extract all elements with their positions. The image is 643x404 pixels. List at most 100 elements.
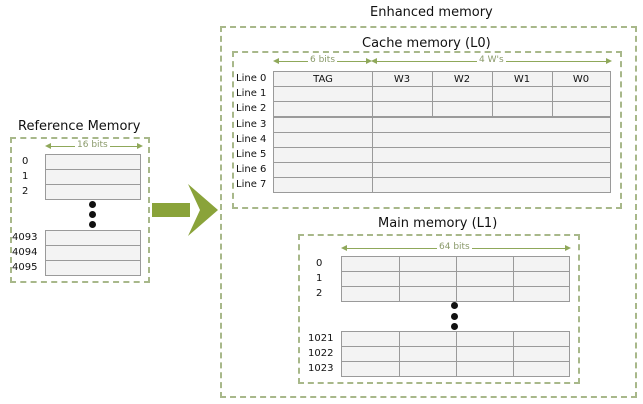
tag-header: TAG: [313, 73, 333, 85]
reference-row-label: 4093: [12, 232, 38, 243]
cache-line-row: [273, 101, 611, 117]
reference-bits-arrow-left: [45, 143, 51, 149]
cache-line-label: Line 0: [236, 73, 267, 84]
reference-memory-row: [45, 154, 141, 170]
tag-bits-arrow-right: [366, 58, 372, 64]
reference-memory-row: [45, 230, 141, 246]
cell-divider: [399, 257, 400, 271]
reference-memory-title: Reference Memory: [18, 119, 141, 134]
ellipsis-dot: [89, 221, 96, 228]
cell-divider: [456, 287, 457, 301]
w2-header: W2: [453, 73, 471, 85]
main-row-label: 1023: [308, 363, 334, 374]
cache-line-label: Line 7: [236, 179, 267, 190]
reference-row-label: 4094: [12, 247, 38, 258]
cell-divider: [372, 133, 373, 147]
reference-memory-row: [45, 169, 141, 185]
cell-divider: [432, 87, 433, 101]
reference-row-label: 0: [22, 156, 29, 167]
cell-divider: [372, 148, 373, 162]
cell-divider: [492, 87, 493, 101]
ellipsis-dot: [451, 313, 458, 320]
cell-divider: [492, 102, 493, 116]
words-bits-label: 4 W's: [477, 55, 506, 65]
reference-memory-row: [45, 260, 141, 276]
ellipsis-dot: [89, 211, 96, 218]
cache-line-row: TAG W3 W2 W1 W0: [273, 71, 611, 87]
reference-bits-label: 16 bits: [75, 140, 110, 150]
main-row-label: 2: [316, 288, 323, 299]
cell-divider: [456, 332, 457, 346]
tag-bits-label: 6 bits: [308, 55, 338, 65]
w0-header: W0: [572, 73, 590, 85]
cache-line-label: Line 4: [236, 134, 267, 145]
ellipsis-dot: [89, 201, 96, 208]
main-memory-title: Main memory (L1): [378, 216, 498, 231]
cache-memory-title: Cache memory (L0): [362, 36, 491, 51]
main-memory-row: [341, 331, 570, 347]
cell-divider: [432, 72, 433, 86]
cell-divider: [399, 362, 400, 376]
cell-divider: [513, 287, 514, 301]
cell-divider: [492, 72, 493, 86]
words-bits-arrow-right: [606, 58, 612, 64]
cell-divider: [399, 272, 400, 286]
cell-divider: [399, 347, 400, 361]
cell-divider: [456, 362, 457, 376]
cell-divider: [456, 257, 457, 271]
cache-line-row: [273, 147, 611, 163]
cache-line-row: [273, 117, 611, 133]
cache-line-row: [273, 177, 611, 193]
cell-divider: [513, 257, 514, 271]
cell-divider: [372, 178, 373, 192]
main-memory-row: [341, 346, 570, 362]
cell-divider: [513, 272, 514, 286]
reference-memory-box: [10, 137, 150, 283]
cache-line-row: [273, 132, 611, 148]
enhanced-memory-title: Enhanced memory: [370, 5, 493, 20]
w1-header: W1: [513, 73, 531, 85]
ellipsis-dot: [451, 302, 458, 309]
reference-memory-row: [45, 245, 141, 261]
cell-divider: [399, 287, 400, 301]
reference-row-label: 1: [22, 171, 29, 182]
arrow-right-icon: [152, 184, 218, 236]
main-row-label: 0: [316, 258, 323, 269]
cell-divider: [513, 332, 514, 346]
cell-divider: [552, 72, 553, 86]
cache-memory-box: [232, 51, 622, 209]
reference-bits-arrow-right: [137, 143, 143, 149]
main-row-label: 1: [316, 273, 323, 284]
main-bits-label: 64 bits: [437, 242, 472, 252]
cache-line-row: [273, 162, 611, 178]
cell-divider: [372, 87, 373, 101]
ellipsis-dot: [451, 323, 458, 330]
main-memory-row: [341, 256, 570, 272]
cell-divider: [552, 102, 553, 116]
cell-divider: [372, 118, 373, 132]
cache-line-label: Line 3: [236, 119, 267, 130]
words-bits-arrow-left: [371, 58, 377, 64]
main-row-label: 1022: [308, 348, 334, 359]
cell-divider: [552, 87, 553, 101]
tag-bits-arrow-left: [273, 58, 279, 64]
w3-header: W3: [393, 73, 411, 85]
cache-line-label: Line 5: [236, 149, 267, 160]
main-memory-row: [341, 286, 570, 302]
cell-divider: [372, 72, 373, 86]
main-memory-row: [341, 361, 570, 377]
reference-memory-row: [45, 184, 141, 200]
cache-line-row: [273, 86, 611, 102]
main-memory-box: [298, 234, 580, 384]
main-memory-row: [341, 271, 570, 287]
cell-divider: [456, 272, 457, 286]
reference-row-label: 2: [22, 186, 29, 197]
cache-line-label: Line 2: [236, 103, 267, 114]
reference-row-label: 4095: [12, 262, 38, 273]
cell-divider: [513, 347, 514, 361]
cell-divider: [399, 332, 400, 346]
cell-divider: [432, 102, 433, 116]
cache-line-label: Line 6: [236, 164, 267, 175]
main-row-label: 1021: [308, 333, 334, 344]
cache-line-label: Line 1: [236, 88, 267, 99]
